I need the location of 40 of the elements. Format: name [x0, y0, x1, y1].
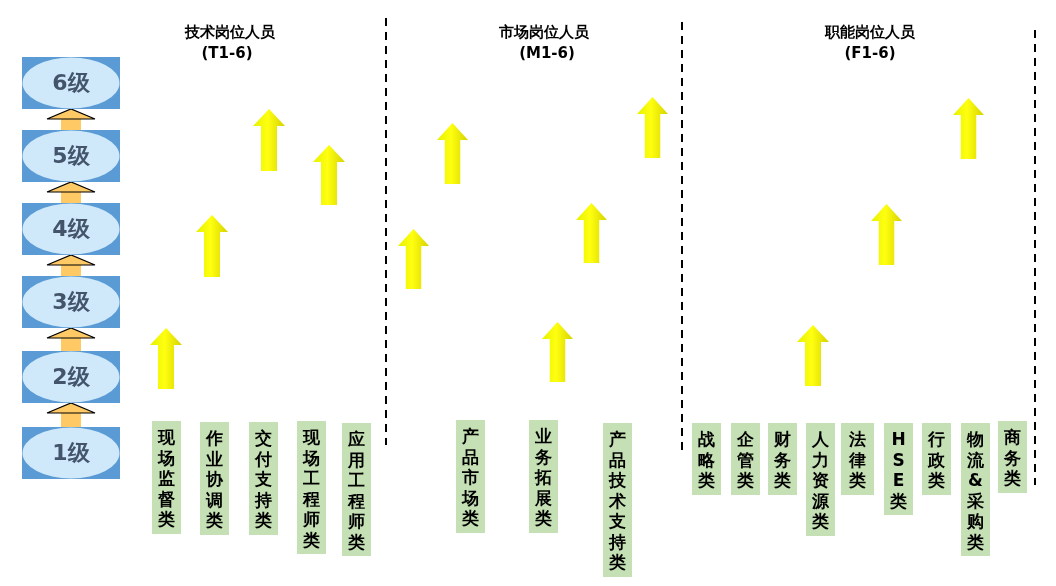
category-box: HSE类	[884, 423, 913, 515]
group-code: (M1-6)	[519, 44, 575, 62]
category-box: 产品技术支持类	[603, 423, 632, 577]
category-box: 企管类	[731, 423, 760, 495]
level-box	[22, 130, 120, 182]
group-code: (F1-6)	[844, 44, 896, 62]
arrow	[46, 254, 96, 276]
category-box: 战略类	[692, 423, 721, 495]
level-label: 1级	[52, 440, 90, 466]
level-label: 5级	[52, 143, 90, 169]
category-box: 商务类	[998, 421, 1027, 493]
arrow	[46, 402, 96, 427]
arrow	[46, 108, 96, 130]
arrow	[46, 327, 96, 351]
group-heading: 技术岗位人员	[185, 23, 275, 41]
category-box: 业务拓展类	[529, 420, 558, 533]
level-label: 3级	[52, 289, 90, 315]
category-box: 法律类	[841, 423, 874, 495]
category-box: 交付支持类	[249, 422, 278, 535]
arrow	[46, 181, 96, 203]
level-box	[22, 351, 120, 403]
level-box	[22, 276, 120, 328]
category-box: 人力资源类	[806, 423, 835, 536]
category-box: 应用工程师类	[342, 423, 371, 556]
category-box: 现场工程师类	[297, 421, 326, 554]
level-box	[22, 57, 120, 109]
category-box: 财务类	[768, 423, 797, 495]
level-label: 2级	[52, 364, 90, 390]
category-box: 产品市场类	[456, 420, 485, 533]
group-code: (T1-6)	[201, 44, 253, 62]
group-heading: 市场岗位人员	[499, 23, 589, 41]
category-box: 作业协调类	[200, 422, 229, 535]
level-box	[22, 427, 120, 479]
category-box: 物流&采购类	[961, 423, 990, 556]
level-label: 4级	[52, 216, 90, 242]
category-box: 行政类	[922, 423, 951, 495]
group-heading: 职能岗位人员	[825, 23, 915, 41]
level-box	[22, 203, 120, 255]
category-box: 现场监督类	[152, 421, 181, 534]
level-label: 6级	[52, 70, 90, 96]
